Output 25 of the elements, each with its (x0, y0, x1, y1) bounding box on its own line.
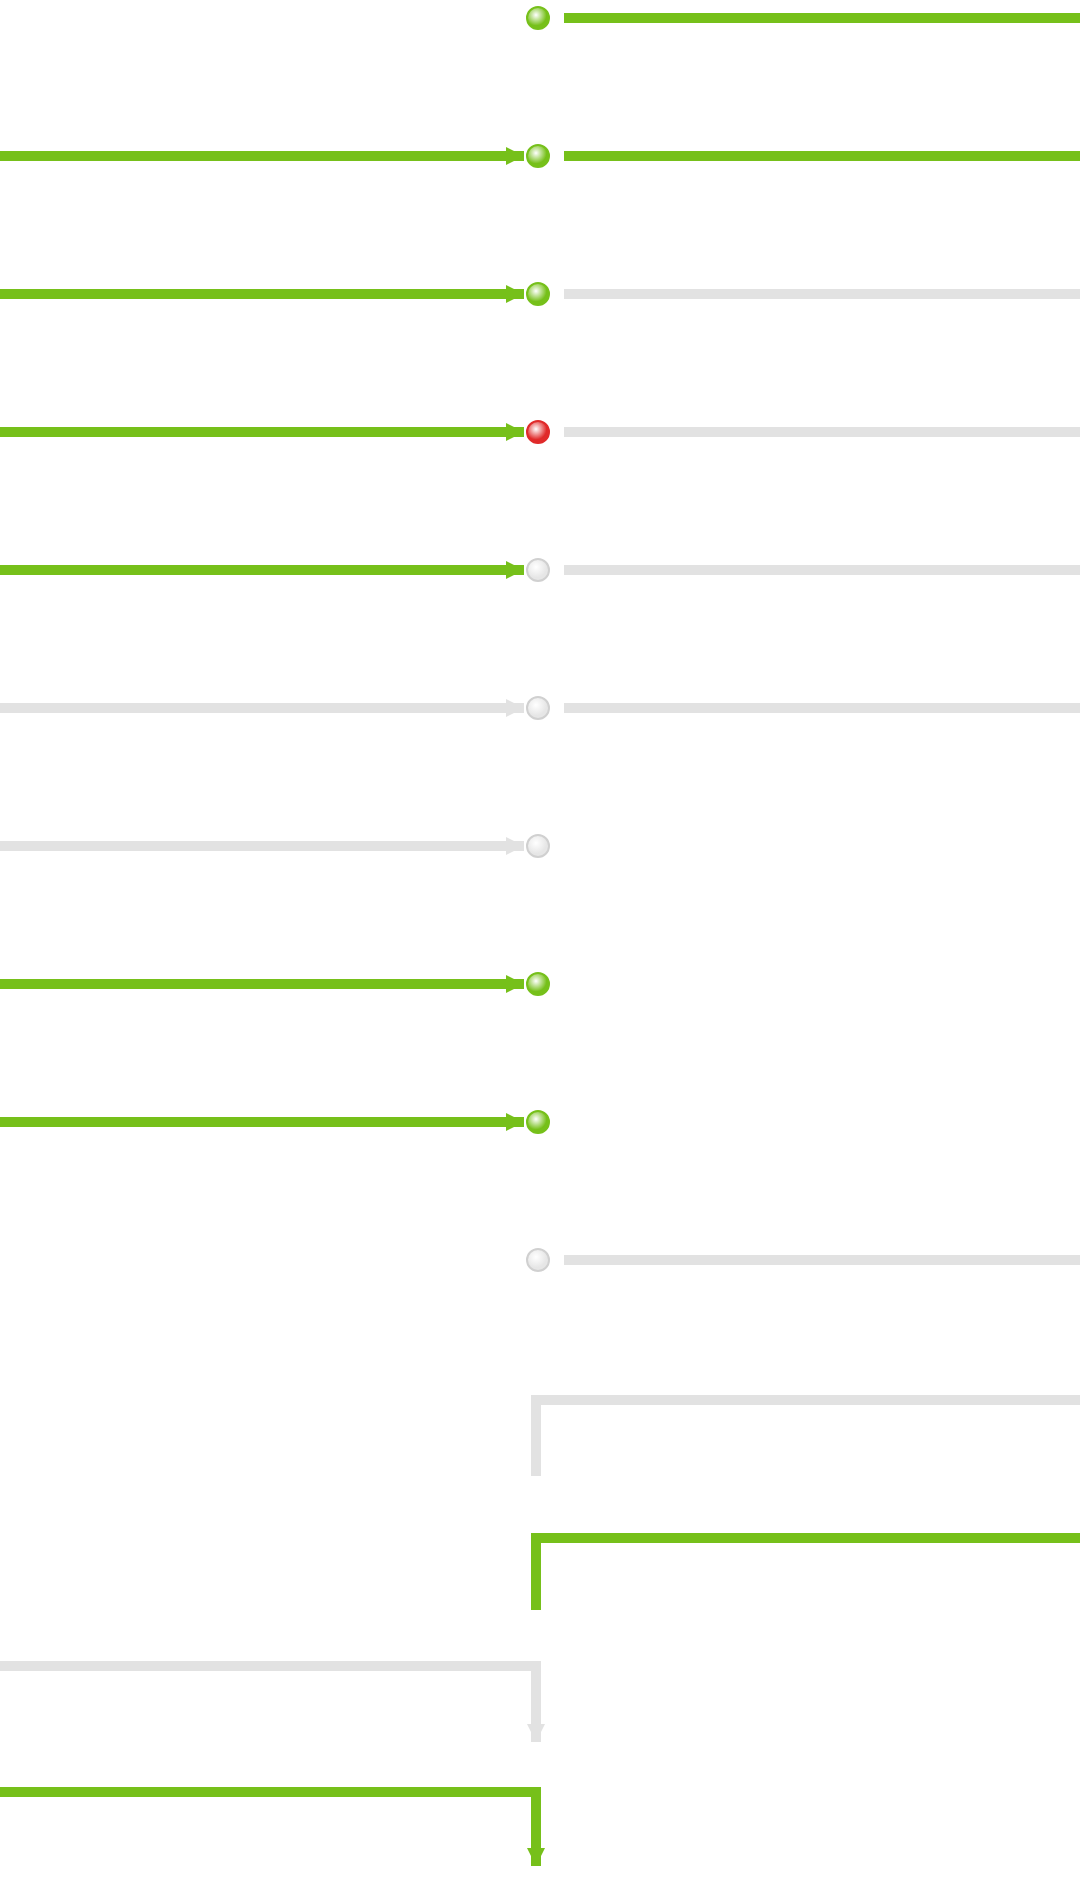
status-dot (526, 1110, 550, 1134)
connector-line (564, 565, 1080, 575)
status-dot (526, 282, 550, 306)
status-dot (526, 696, 550, 720)
connector-line (564, 427, 1080, 437)
connector-line (564, 1255, 1080, 1265)
connector-line (564, 289, 1080, 299)
arrow (0, 423, 524, 441)
connector-line (564, 151, 1080, 161)
status-dot (526, 1248, 550, 1272)
status-dot (526, 144, 550, 168)
connector-line (564, 703, 1080, 713)
arrow (0, 147, 524, 165)
status-dot (526, 6, 550, 30)
arrow (0, 699, 524, 717)
arrow (0, 1113, 524, 1131)
arrow (0, 285, 524, 303)
status-dot (526, 972, 550, 996)
status-dot (526, 420, 550, 444)
arrow (0, 561, 524, 579)
status-dot (526, 834, 550, 858)
arrow (0, 975, 524, 993)
status-dot (526, 558, 550, 582)
arrow (0, 837, 524, 855)
connector-line (564, 13, 1080, 23)
